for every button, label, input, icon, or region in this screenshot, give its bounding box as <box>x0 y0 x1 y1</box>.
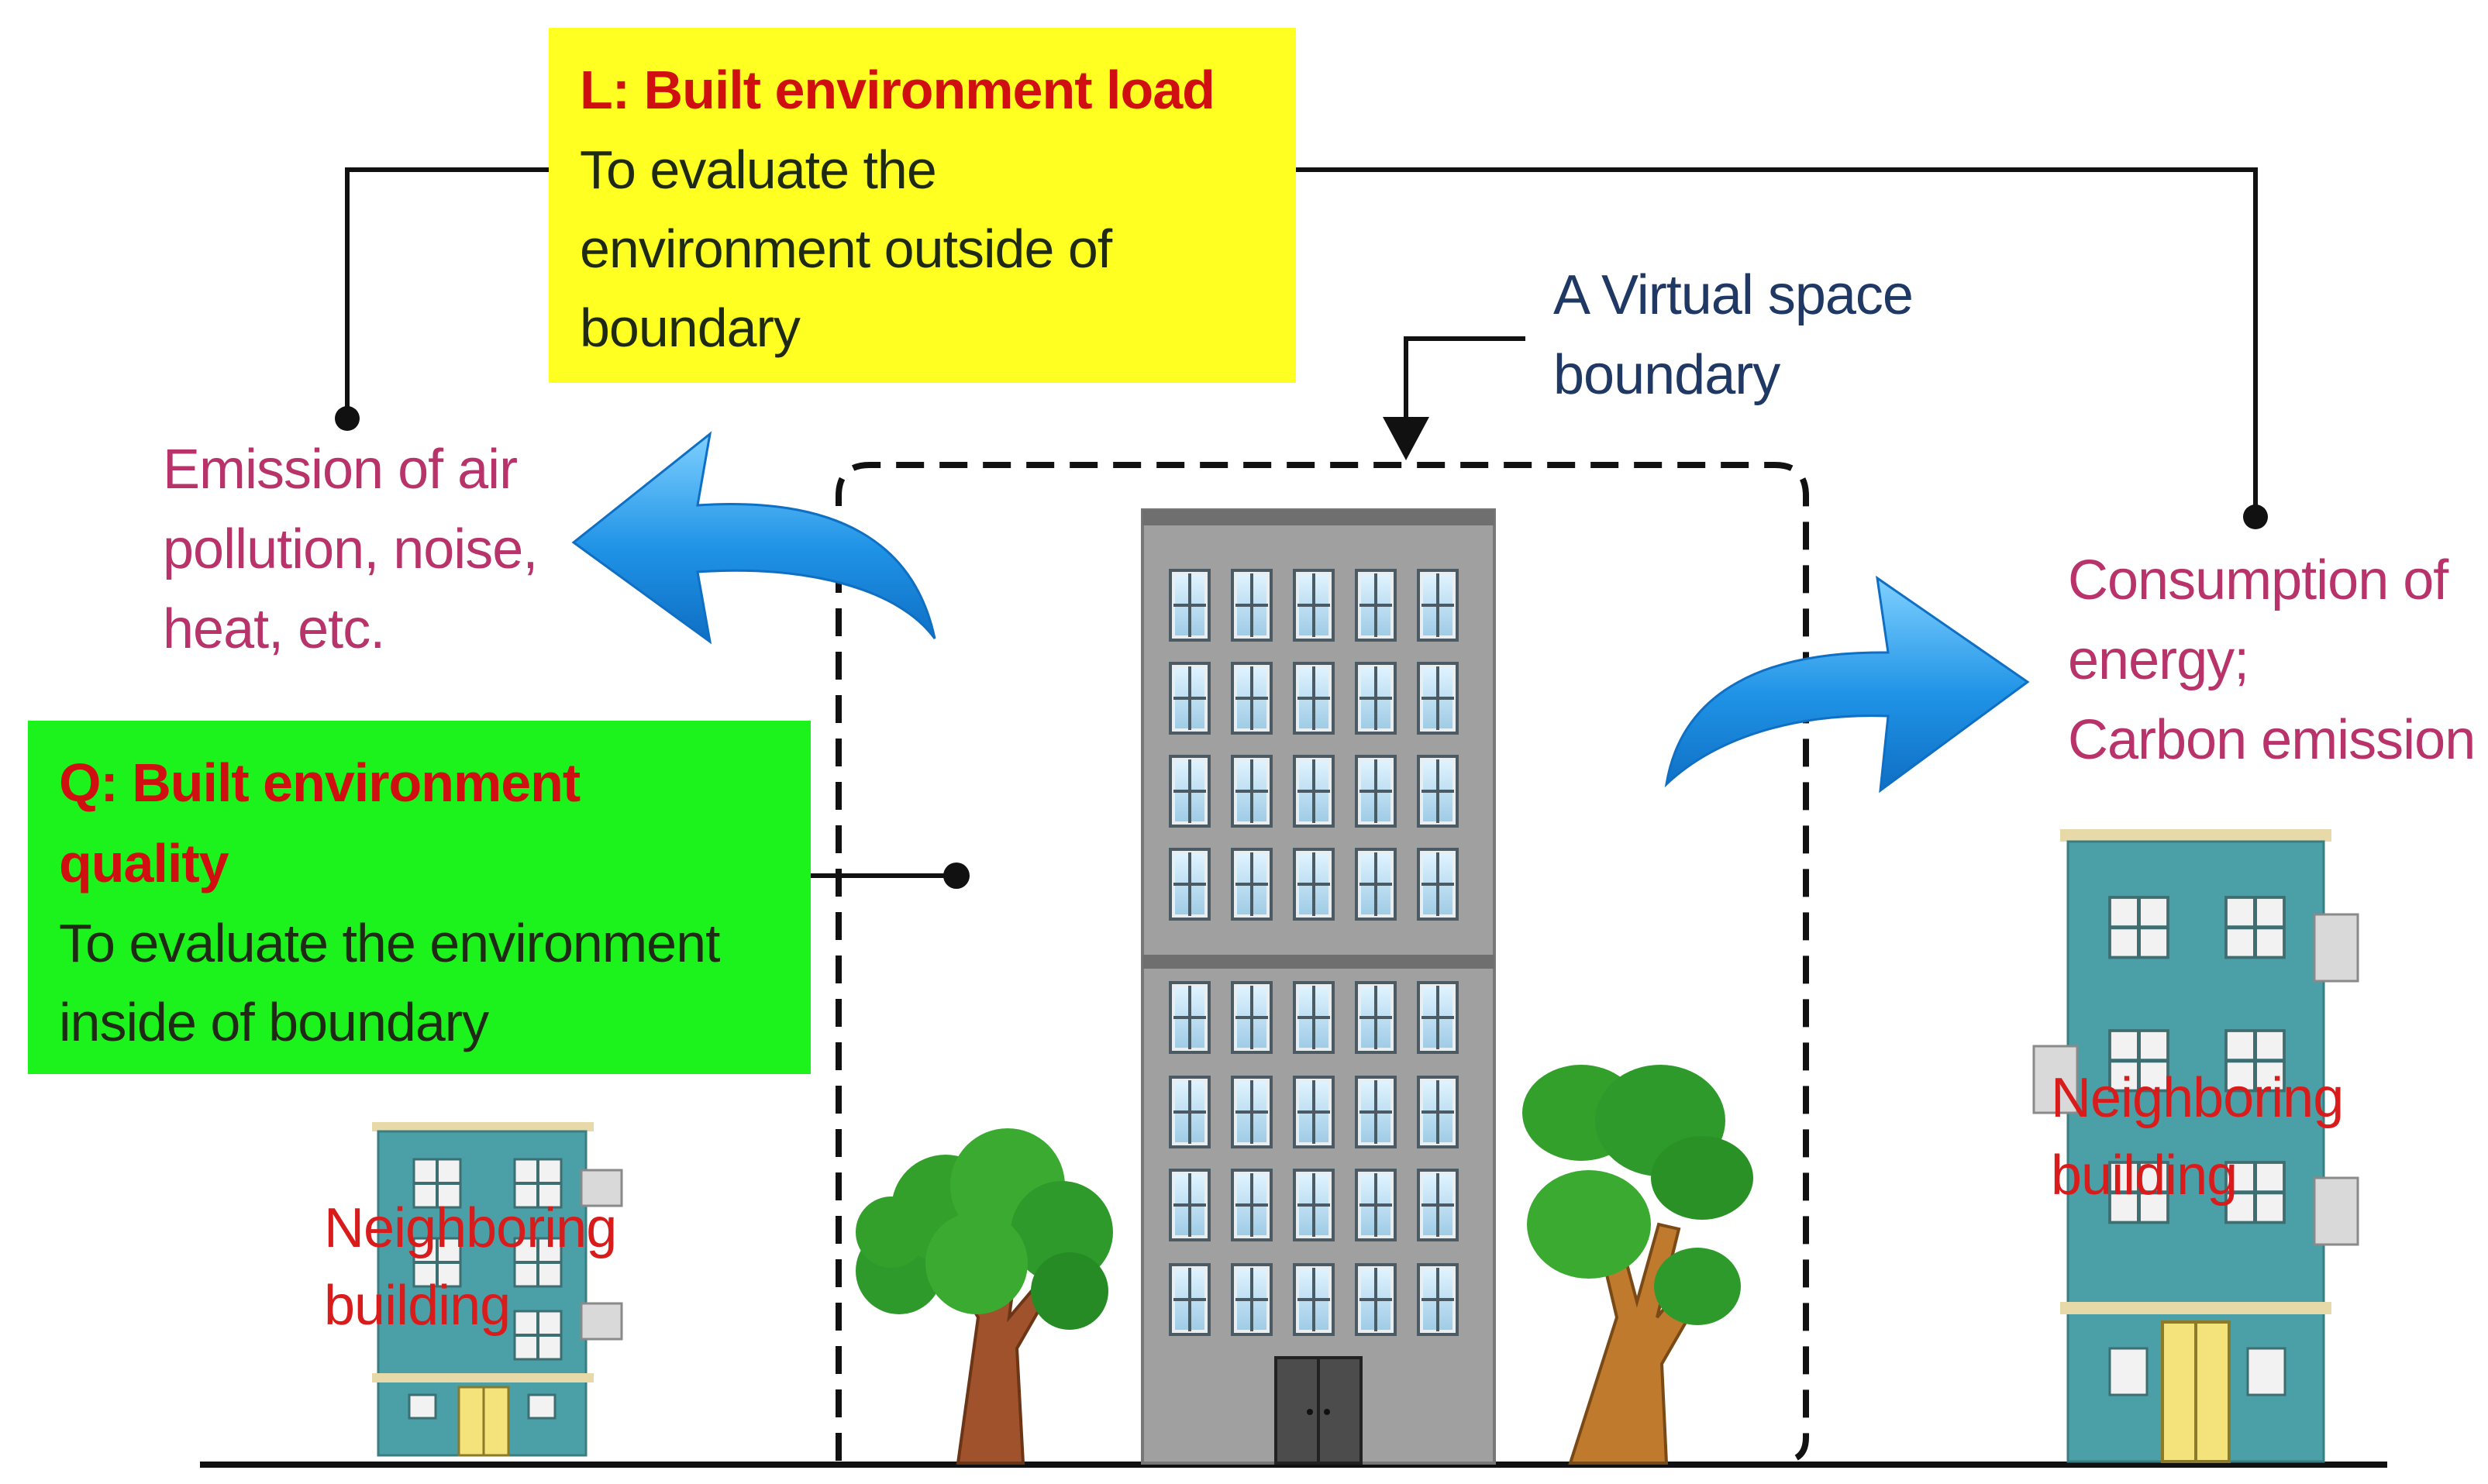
building-window <box>1231 662 1273 735</box>
quality-connector-dot <box>943 863 970 889</box>
building-window <box>1293 1076 1335 1148</box>
building-window <box>1355 1263 1397 1336</box>
building-window <box>1355 569 1397 642</box>
curved-arrow-left-icon <box>571 431 936 645</box>
building-window <box>1169 848 1211 921</box>
load-connector-left-dot <box>335 406 360 431</box>
building-window <box>1231 755 1273 828</box>
neighbor-right-label: Neighboring building <box>2051 1067 2344 1207</box>
building-window <box>1355 1169 1397 1241</box>
building-window <box>1293 848 1335 921</box>
building-window <box>1169 662 1211 735</box>
apartment-building-icon <box>2032 829 2359 1463</box>
tree-icon <box>856 1128 1113 1465</box>
building-window <box>1293 1169 1335 1241</box>
boundary-label: A Virtual space boundary <box>1553 264 1914 406</box>
building-window <box>1231 569 1273 642</box>
building-window <box>1231 1076 1273 1148</box>
building-window <box>1169 755 1211 828</box>
load-connector-right-dot <box>2243 504 2268 529</box>
building-window <box>1417 1169 1459 1241</box>
building-window <box>1231 981 1273 1054</box>
office-building-icon <box>1141 508 1496 1465</box>
building-window <box>1169 1169 1211 1241</box>
load-box-body: To evaluate the environment outside of b… <box>580 139 1112 358</box>
emission-label: Emission of air pollution, noise, heat, … <box>163 439 538 660</box>
building-window <box>1417 569 1459 642</box>
building-window <box>1417 1076 1459 1148</box>
building-window <box>1169 569 1211 642</box>
quality-box-title: Q: Built environment quality <box>59 752 581 893</box>
curved-arrow-right-icon <box>1664 575 2030 794</box>
virtual-boundary <box>836 462 1809 1464</box>
boundary-pointer-arrowhead <box>1383 417 1429 460</box>
load-connector-right <box>1296 167 2258 513</box>
building-window <box>1355 755 1397 828</box>
building-window <box>1231 1169 1273 1241</box>
building-window <box>1231 848 1273 921</box>
building-window <box>1417 848 1459 921</box>
tree-icon <box>1522 1065 1753 1465</box>
building-window <box>1417 981 1459 1054</box>
building-window <box>1355 848 1397 921</box>
building-window <box>1417 662 1459 735</box>
consumption-label: Consumption of energy; Carbon emission <box>2068 549 2476 771</box>
apartment-building-icon <box>372 1122 623 1457</box>
load-box-title: L: Built environment load <box>580 60 1215 120</box>
building-window <box>1417 1263 1459 1336</box>
building-window <box>1293 755 1335 828</box>
building-window <box>1293 569 1335 642</box>
quality-box: Q: Built environment quality To evaluate… <box>28 721 811 1074</box>
load-connector-left <box>345 167 549 415</box>
quality-box-body: To evaluate the environment inside of bo… <box>59 913 720 1052</box>
building-window <box>1169 1076 1211 1148</box>
boundary-pointer-line <box>1404 336 1525 418</box>
neighbor-left-label: Neighboring building <box>324 1197 617 1337</box>
building-window <box>1169 981 1211 1054</box>
building-window <box>1417 755 1459 828</box>
building-window <box>1293 662 1335 735</box>
building-window <box>1169 1263 1211 1336</box>
building-window <box>1293 981 1335 1054</box>
building-window <box>1355 662 1397 735</box>
building-window <box>1355 1076 1397 1148</box>
load-box: L: Built environment load To evaluate th… <box>549 28 1296 383</box>
building-window <box>1293 1263 1335 1336</box>
building-window <box>1355 981 1397 1054</box>
building-window <box>1231 1263 1273 1336</box>
